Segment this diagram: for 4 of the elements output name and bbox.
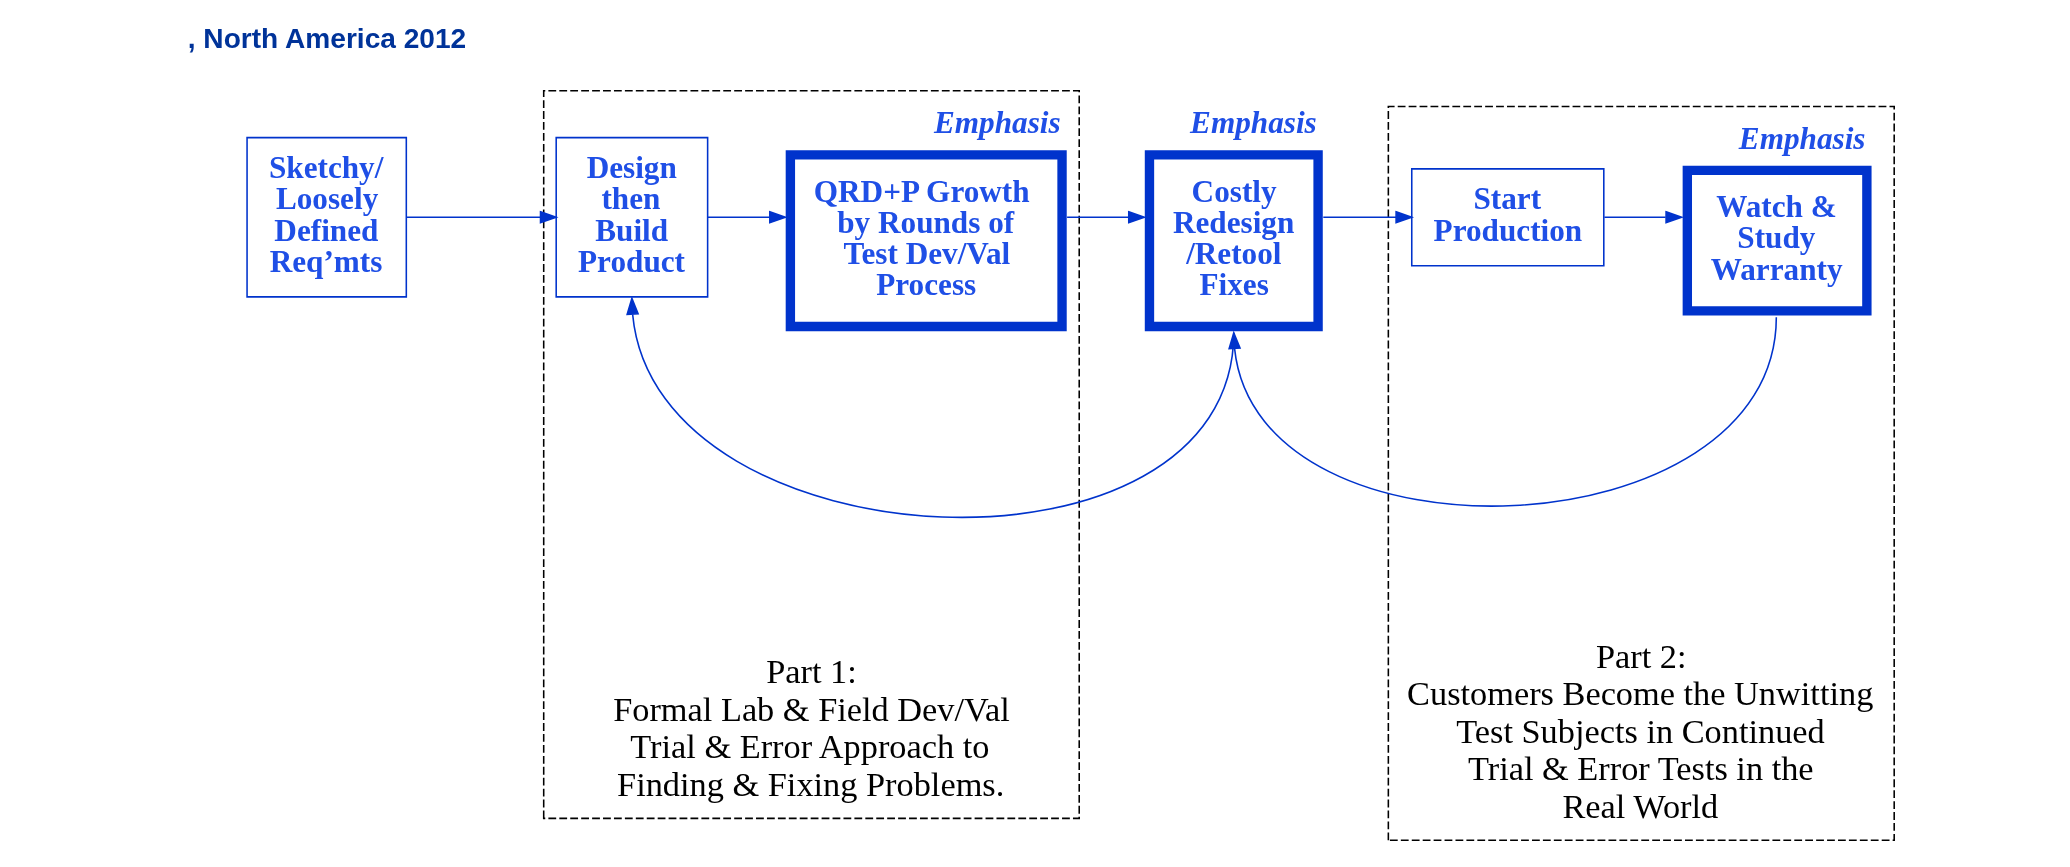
node-label: Emphasis bbox=[1189, 104, 1317, 140]
node-label: Emphasis bbox=[933, 104, 1061, 140]
label: , North America 2012 bbox=[187, 22, 466, 54]
node-label: Emphasis bbox=[1738, 120, 1866, 156]
